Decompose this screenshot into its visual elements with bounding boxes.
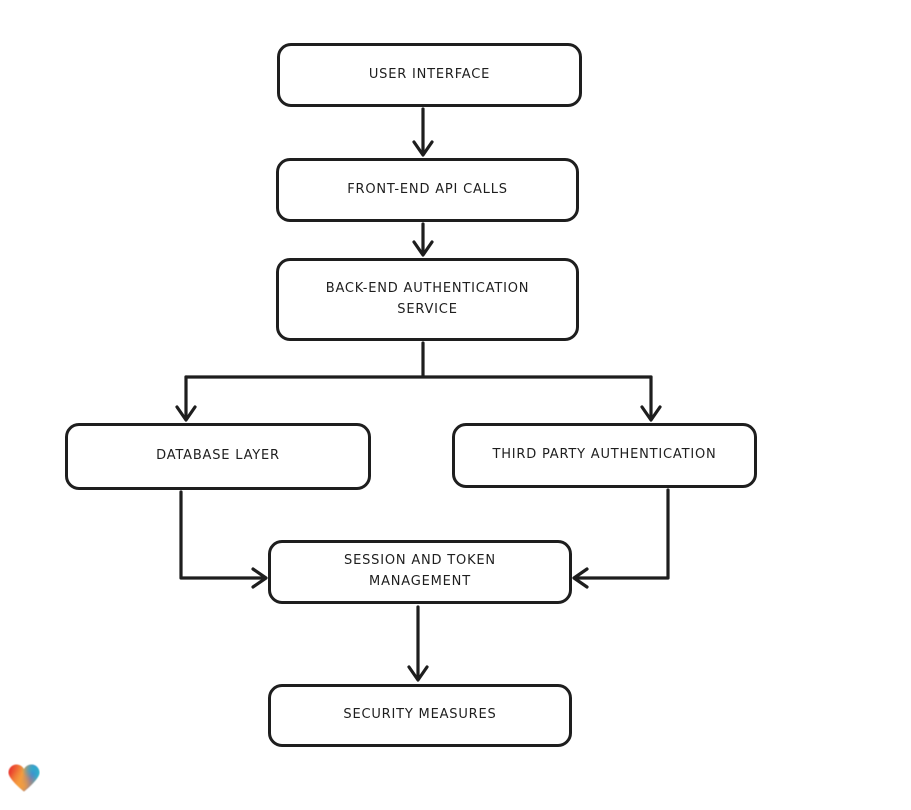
arrowhead-left-icon (572, 567, 589, 589)
node-user-interface: USER INTERFACE (277, 43, 582, 107)
arrowhead-down-icon (175, 405, 197, 422)
edge-backend-auth-branch (184, 341, 653, 379)
edge-line (184, 341, 653, 379)
edge-session-token-to-security-measures (407, 605, 429, 682)
heart-shape (8, 764, 40, 792)
edge-database-layer-to-session-token (179, 490, 268, 589)
edge-line (179, 490, 264, 580)
node-frontend-api: FRONT-END API CALLS (276, 158, 579, 222)
edge-branch-to-database-layer (175, 375, 197, 422)
gradient-heart-logo[interactable] (8, 761, 40, 795)
node-security-measures: SECURITY MEASURES (268, 684, 572, 747)
edge-frontend-api-to-backend-auth (412, 222, 434, 257)
node-label: SECURITY MEASURES (343, 707, 497, 723)
edge-branch-to-third-party-auth (640, 375, 662, 422)
arrowhead-right-icon (251, 567, 268, 589)
edge-third-party-auth-to-session-token (572, 488, 670, 589)
node-session-token: SESSION AND TOKEN MANAGEMENT (268, 540, 572, 604)
node-database-layer: DATABASE LAYER (65, 423, 371, 490)
node-label: BACK-END AUTHENTICATION SERVICE (325, 280, 530, 317)
arrowhead-down-icon (412, 240, 434, 257)
node-label: THIRD PARTY AUTHENTICATION (492, 447, 717, 463)
node-label: DATABASE LAYER (156, 448, 280, 464)
node-third-party-auth: THIRD PARTY AUTHENTICATION (452, 423, 757, 488)
arrowhead-down-icon (640, 405, 662, 422)
node-label: USER INTERFACE (368, 66, 491, 82)
edge-user-interface-to-frontend-api (412, 107, 434, 157)
node-label: FRONT-END API CALLS (347, 181, 508, 197)
arrowhead-down-icon (407, 665, 429, 682)
arrowhead-down-icon (412, 140, 434, 157)
edge-line (576, 488, 670, 580)
node-label: SESSION AND TOKEN MANAGEMENT (344, 553, 496, 589)
node-backend-auth: BACK-END AUTHENTICATION SERVICE (276, 258, 579, 341)
